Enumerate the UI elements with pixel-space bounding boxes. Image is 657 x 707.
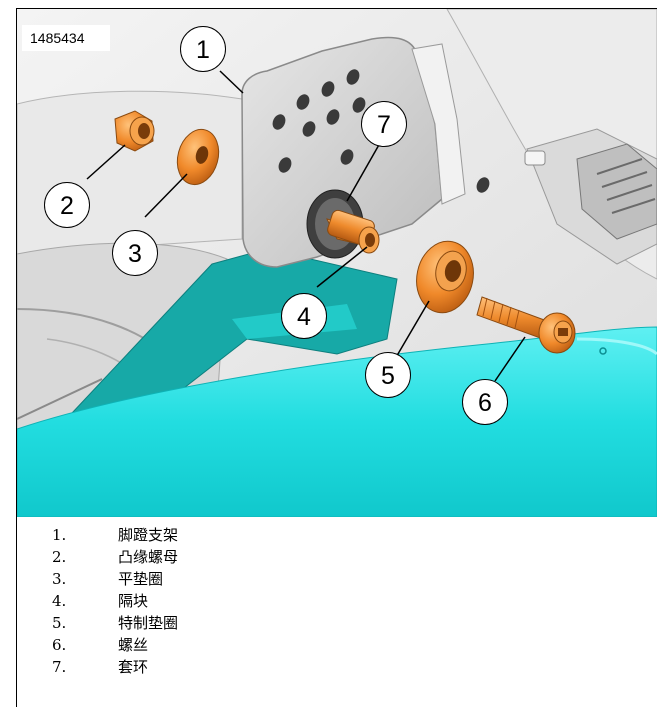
callout-6: 6: [462, 379, 508, 425]
exploded-view-illustration: [17, 9, 657, 517]
callout-leader-lines: [86, 70, 526, 382]
legend-label: 特制垫圈: [118, 614, 179, 632]
callout-7: 7: [361, 101, 407, 147]
bracket-side-face: [411, 43, 466, 205]
exploded-view-drawing: [17, 9, 657, 517]
legend-number: 2.: [52, 548, 67, 566]
cyan-cover-highlight: [576, 337, 657, 356]
footpeg-pad: [576, 143, 657, 240]
callout-5: 5: [365, 352, 411, 398]
callout-3: 3: [112, 230, 158, 276]
legend-number: 3.: [52, 570, 67, 588]
legend-label: 凸缘螺母: [118, 548, 179, 566]
flange-nut-part: [114, 110, 155, 152]
rod-line: [17, 378, 103, 420]
footpeg-bracket: [241, 36, 443, 268]
legend-number: 1.: [52, 526, 67, 544]
special-washer-part: [416, 240, 474, 314]
spacer-part: [326, 209, 380, 254]
flat-washer-part: [176, 128, 220, 186]
legend-label: 脚蹬支架: [118, 526, 179, 544]
callout-1: 1: [180, 26, 226, 72]
legend-number: 5.: [52, 614, 67, 632]
callout-4: 4: [281, 293, 327, 339]
footpeg-grip-ridges: [596, 158, 656, 214]
cover-screw-icon: [599, 347, 607, 355]
callout-2: 2: [44, 182, 90, 228]
legend-number: 4.: [52, 592, 67, 610]
legend-label: 隔块: [118, 592, 149, 610]
legend-label: 套环: [118, 658, 149, 676]
legend-label: 平垫圈: [118, 570, 164, 588]
legend-number: 7.: [52, 658, 67, 676]
figure-id-label: 1485434: [22, 25, 110, 51]
bolt-part: [476, 296, 576, 354]
legend-number: 6.: [52, 636, 67, 654]
bracket-holes: [272, 69, 490, 193]
legend-label: 螺丝: [118, 636, 149, 654]
cyan-cover: [17, 326, 657, 517]
small-tab: [524, 150, 546, 166]
